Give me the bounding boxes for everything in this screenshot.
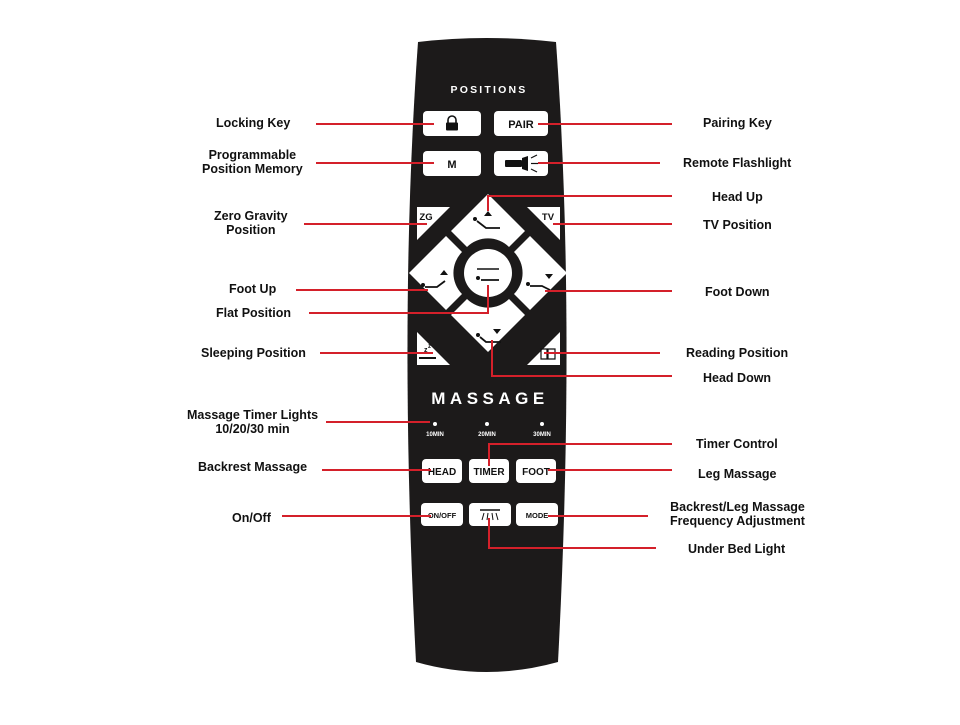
timer-light-10: 10MIN [426, 422, 444, 438]
memory-button[interactable]: M [423, 151, 481, 176]
under-bed-light-icon [480, 509, 500, 521]
callout-programmable-memory: Programmable Position Memory [202, 148, 303, 176]
tv-position-button[interactable]: TV [527, 207, 560, 240]
callout-zero-gravity: Zero Gravity Position [214, 209, 288, 237]
mode-button[interactable]: MODE [516, 503, 558, 526]
memory-label: M [447, 159, 456, 171]
timer-light-10-label: 10MIN [426, 432, 444, 438]
foot-up-icon [421, 270, 448, 288]
lock-button[interactable] [423, 111, 481, 136]
timer-light-30-label: 30MIN [533, 432, 551, 438]
foot-down-icon [526, 274, 553, 291]
lock-icon [446, 115, 458, 131]
massage-heading: MASSAGE [431, 389, 548, 408]
foot-massage-label: FOOT [522, 467, 550, 478]
leader-lines [282, 123, 672, 549]
head-up-button[interactable] [451, 194, 525, 247]
callout-sleeping-position: Sleeping Position [201, 346, 306, 360]
callout-head-down: Head Down [703, 371, 772, 385]
callout-tv-position: TV Position [703, 218, 772, 232]
svg-text:z: z [424, 347, 428, 354]
callout-foot-up: Foot Up [229, 282, 277, 296]
timer-button[interactable]: TIMER [469, 459, 509, 483]
head-up-icon [473, 211, 500, 229]
onoff-button[interactable]: ON/OFF [421, 503, 463, 526]
zg-label: ZG [419, 212, 432, 223]
timer-light-20-label: 20MIN [478, 432, 496, 438]
callout-backrest-massage: Backrest Massage [198, 460, 308, 474]
sleeping-icon: z z [419, 344, 436, 359]
book-icon [540, 348, 556, 360]
callout-flat-position: Flat Position [216, 306, 291, 320]
zero-gravity-button[interactable]: ZG [417, 207, 450, 240]
leader-head-up [487, 195, 672, 211]
flat-position-button[interactable] [464, 249, 512, 297]
callout-under-bed-light: Under Bed Light [688, 542, 786, 556]
leader-under-bed-light [488, 518, 656, 549]
foot-up-button[interactable] [409, 236, 462, 310]
sleeping-position-button[interactable]: z z [417, 332, 450, 365]
timer-label: TIMER [473, 467, 505, 478]
timer-light-30: 30MIN [533, 422, 551, 438]
foot-down-button[interactable] [514, 236, 567, 310]
callout-remote-flashlight: Remote Flashlight [683, 156, 792, 170]
callout-timer-control: Timer Control [696, 437, 778, 451]
callout-pairing-key: Pairing Key [703, 116, 772, 130]
callout-on-off: On/Off [232, 511, 271, 525]
timer-light-20: 20MIN [478, 422, 496, 438]
leader-timer-control [488, 443, 672, 466]
callout-locking-key: Locking Key [216, 116, 291, 130]
reading-position-button[interactable] [527, 332, 560, 365]
leader-flat-position [309, 285, 489, 314]
head-massage-button[interactable]: HEAD [422, 459, 462, 483]
foot-massage-button[interactable]: FOOT [516, 459, 556, 483]
pair-button[interactable]: PAIR [494, 111, 548, 136]
svg-text:z: z [428, 344, 431, 350]
callout-massage-timer-lights: Massage Timer Lights 10/20/30 min [187, 408, 319, 436]
callout-foot-down: Foot Down [705, 285, 770, 299]
callout-frequency-adjustment: Backrest/Leg Massage Frequency Adjustmen… [670, 500, 805, 528]
head-down-icon [476, 329, 501, 343]
tv-label: TV [542, 212, 555, 223]
flashlight-button[interactable] [494, 151, 548, 176]
flat-position-icon [476, 268, 499, 281]
positions-heading: POSITIONS [451, 84, 528, 96]
onoff-label: ON/OFF [428, 511, 457, 520]
flashlight-icon [505, 154, 538, 173]
mode-label: MODE [526, 511, 549, 520]
head-massage-label: HEAD [428, 467, 456, 478]
callout-reading-position: Reading Position [686, 346, 789, 360]
callout-head-up: Head Up [712, 190, 763, 204]
under-bed-light-button[interactable] [469, 503, 511, 526]
callout-leg-massage: Leg Massage [698, 467, 777, 481]
leader-head-down [491, 340, 672, 377]
pair-label: PAIR [508, 119, 534, 131]
